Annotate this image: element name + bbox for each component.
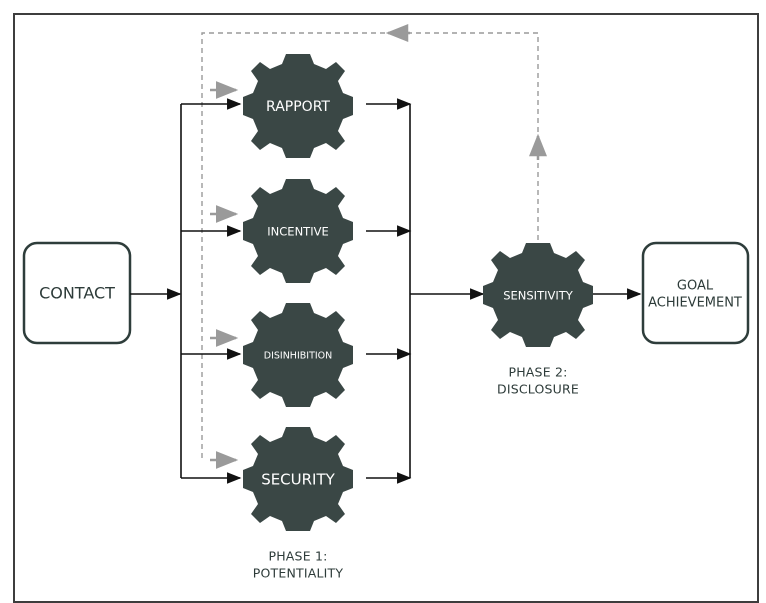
phase1-caption-line1: PHASE 1: bbox=[268, 549, 327, 564]
contact-box: CONTACT bbox=[22, 241, 132, 345]
gear-rapport-label: RAPPORT bbox=[266, 99, 330, 115]
gear-disinhibition-label: DISINHIBITION bbox=[264, 351, 333, 362]
gear-security-label: SECURITY bbox=[261, 471, 335, 489]
flow-diagram: CONTACT RAPPORT INCENTIVE DISINHIBITION … bbox=[22, 24, 750, 581]
diagram-frame bbox=[13, 13, 759, 603]
phase1-caption-line2: POTENTIALITY bbox=[253, 566, 344, 581]
gear-security: SECURITY bbox=[243, 427, 353, 531]
output-connectors bbox=[366, 98, 642, 484]
phase2-caption-line1: PHASE 2: bbox=[508, 365, 567, 380]
phase2-caption-line2: DISCLOSURE bbox=[497, 382, 579, 397]
contact-label: CONTACT bbox=[39, 284, 115, 303]
gear-rapport: RAPPORT bbox=[243, 54, 353, 158]
goal-achievement-box: GOAL ACHIEVEMENT bbox=[641, 241, 750, 345]
feedback-loop bbox=[201, 24, 547, 469]
goal-label-line1: GOAL bbox=[677, 279, 714, 294]
goal-label-line2: ACHIEVEMENT bbox=[648, 296, 742, 311]
gear-incentive: INCENTIVE bbox=[243, 179, 353, 283]
input-connectors bbox=[130, 98, 242, 484]
gear-sensitivity-label: SENSITIVITY bbox=[503, 289, 574, 303]
gear-disinhibition: DISINHIBITION bbox=[243, 303, 353, 407]
gear-incentive-label: INCENTIVE bbox=[267, 225, 328, 239]
gear-sensitivity: SENSITIVITY bbox=[483, 243, 593, 347]
